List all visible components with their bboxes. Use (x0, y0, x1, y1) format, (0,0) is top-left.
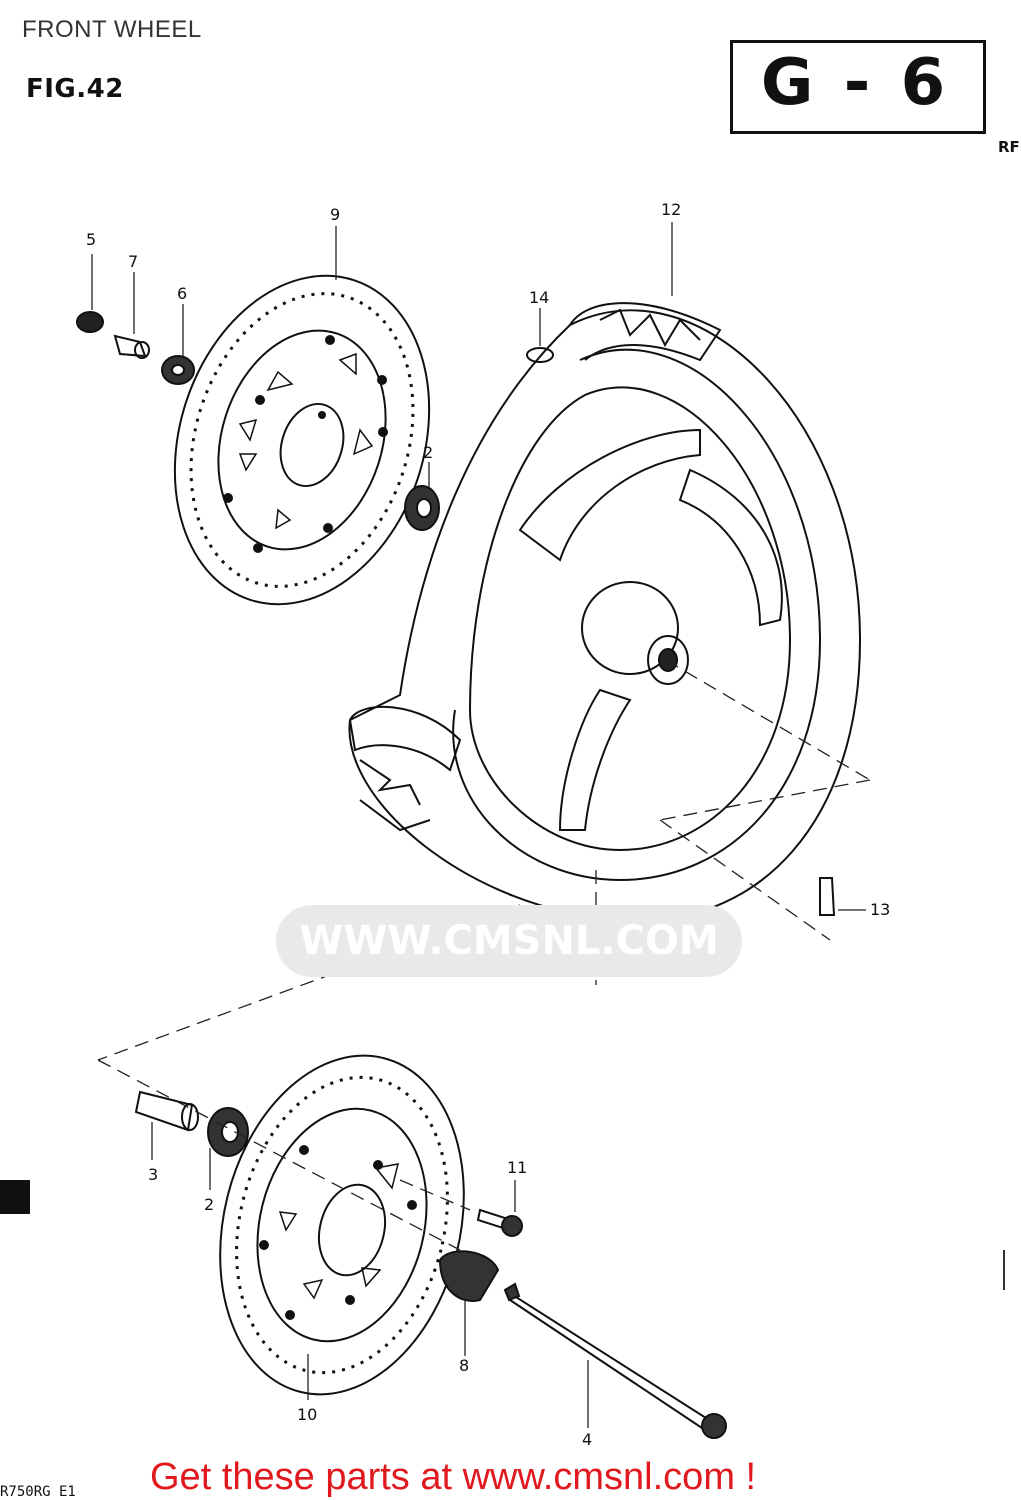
figure-label: FIG.42 (26, 74, 124, 104)
watermark-badge (276, 905, 742, 977)
spacer-3 (134, 1090, 199, 1132)
wheel-assembly (348, 302, 862, 922)
cta-link[interactable]: Get these parts at www.cmsnl.com ! (150, 1456, 757, 1498)
callout-11: 11 (507, 1158, 528, 1177)
edge-ref-label: RF (998, 138, 1020, 156)
callout-4: 4 (582, 1430, 593, 1449)
nut-5 (76, 311, 104, 333)
page-title: FRONT WHEEL (22, 16, 202, 43)
brake-disc-lower (219, 1054, 465, 1396)
callout-6: 6 (177, 284, 188, 303)
callout-3: 3 (148, 1165, 159, 1184)
callout-2-lower: 2 (204, 1195, 215, 1214)
page-code-box (730, 40, 986, 134)
callout-8: 8 (459, 1356, 470, 1375)
page-code: G - 6 (760, 46, 950, 120)
callout-7: 7 (128, 252, 139, 271)
watermark-text: WWW.CMSNL.COM (299, 918, 719, 964)
spacer-8 (438, 1250, 500, 1302)
callout-2-upper: 2 (423, 443, 434, 462)
callout-14: 14 (529, 288, 550, 307)
callout-10: 10 (297, 1405, 318, 1424)
model-code: R750RG E1 (0, 1484, 76, 1500)
valve-13 (819, 877, 836, 916)
valve-cap-14 (526, 347, 554, 363)
callout-12: 12 (661, 200, 682, 219)
edge-mark (0, 1180, 30, 1214)
callout-5: 5 (86, 230, 97, 249)
washer-6 (161, 355, 195, 385)
callout-9: 9 (330, 205, 341, 224)
bearing-2-lower (207, 1107, 249, 1157)
bearing-2-upper (404, 485, 440, 531)
callout-13: 13 (870, 900, 891, 919)
bolt-11 (476, 1208, 523, 1237)
brake-disc-upper (173, 274, 431, 606)
bushing-7 (113, 334, 150, 359)
axle-4 (503, 1282, 727, 1439)
